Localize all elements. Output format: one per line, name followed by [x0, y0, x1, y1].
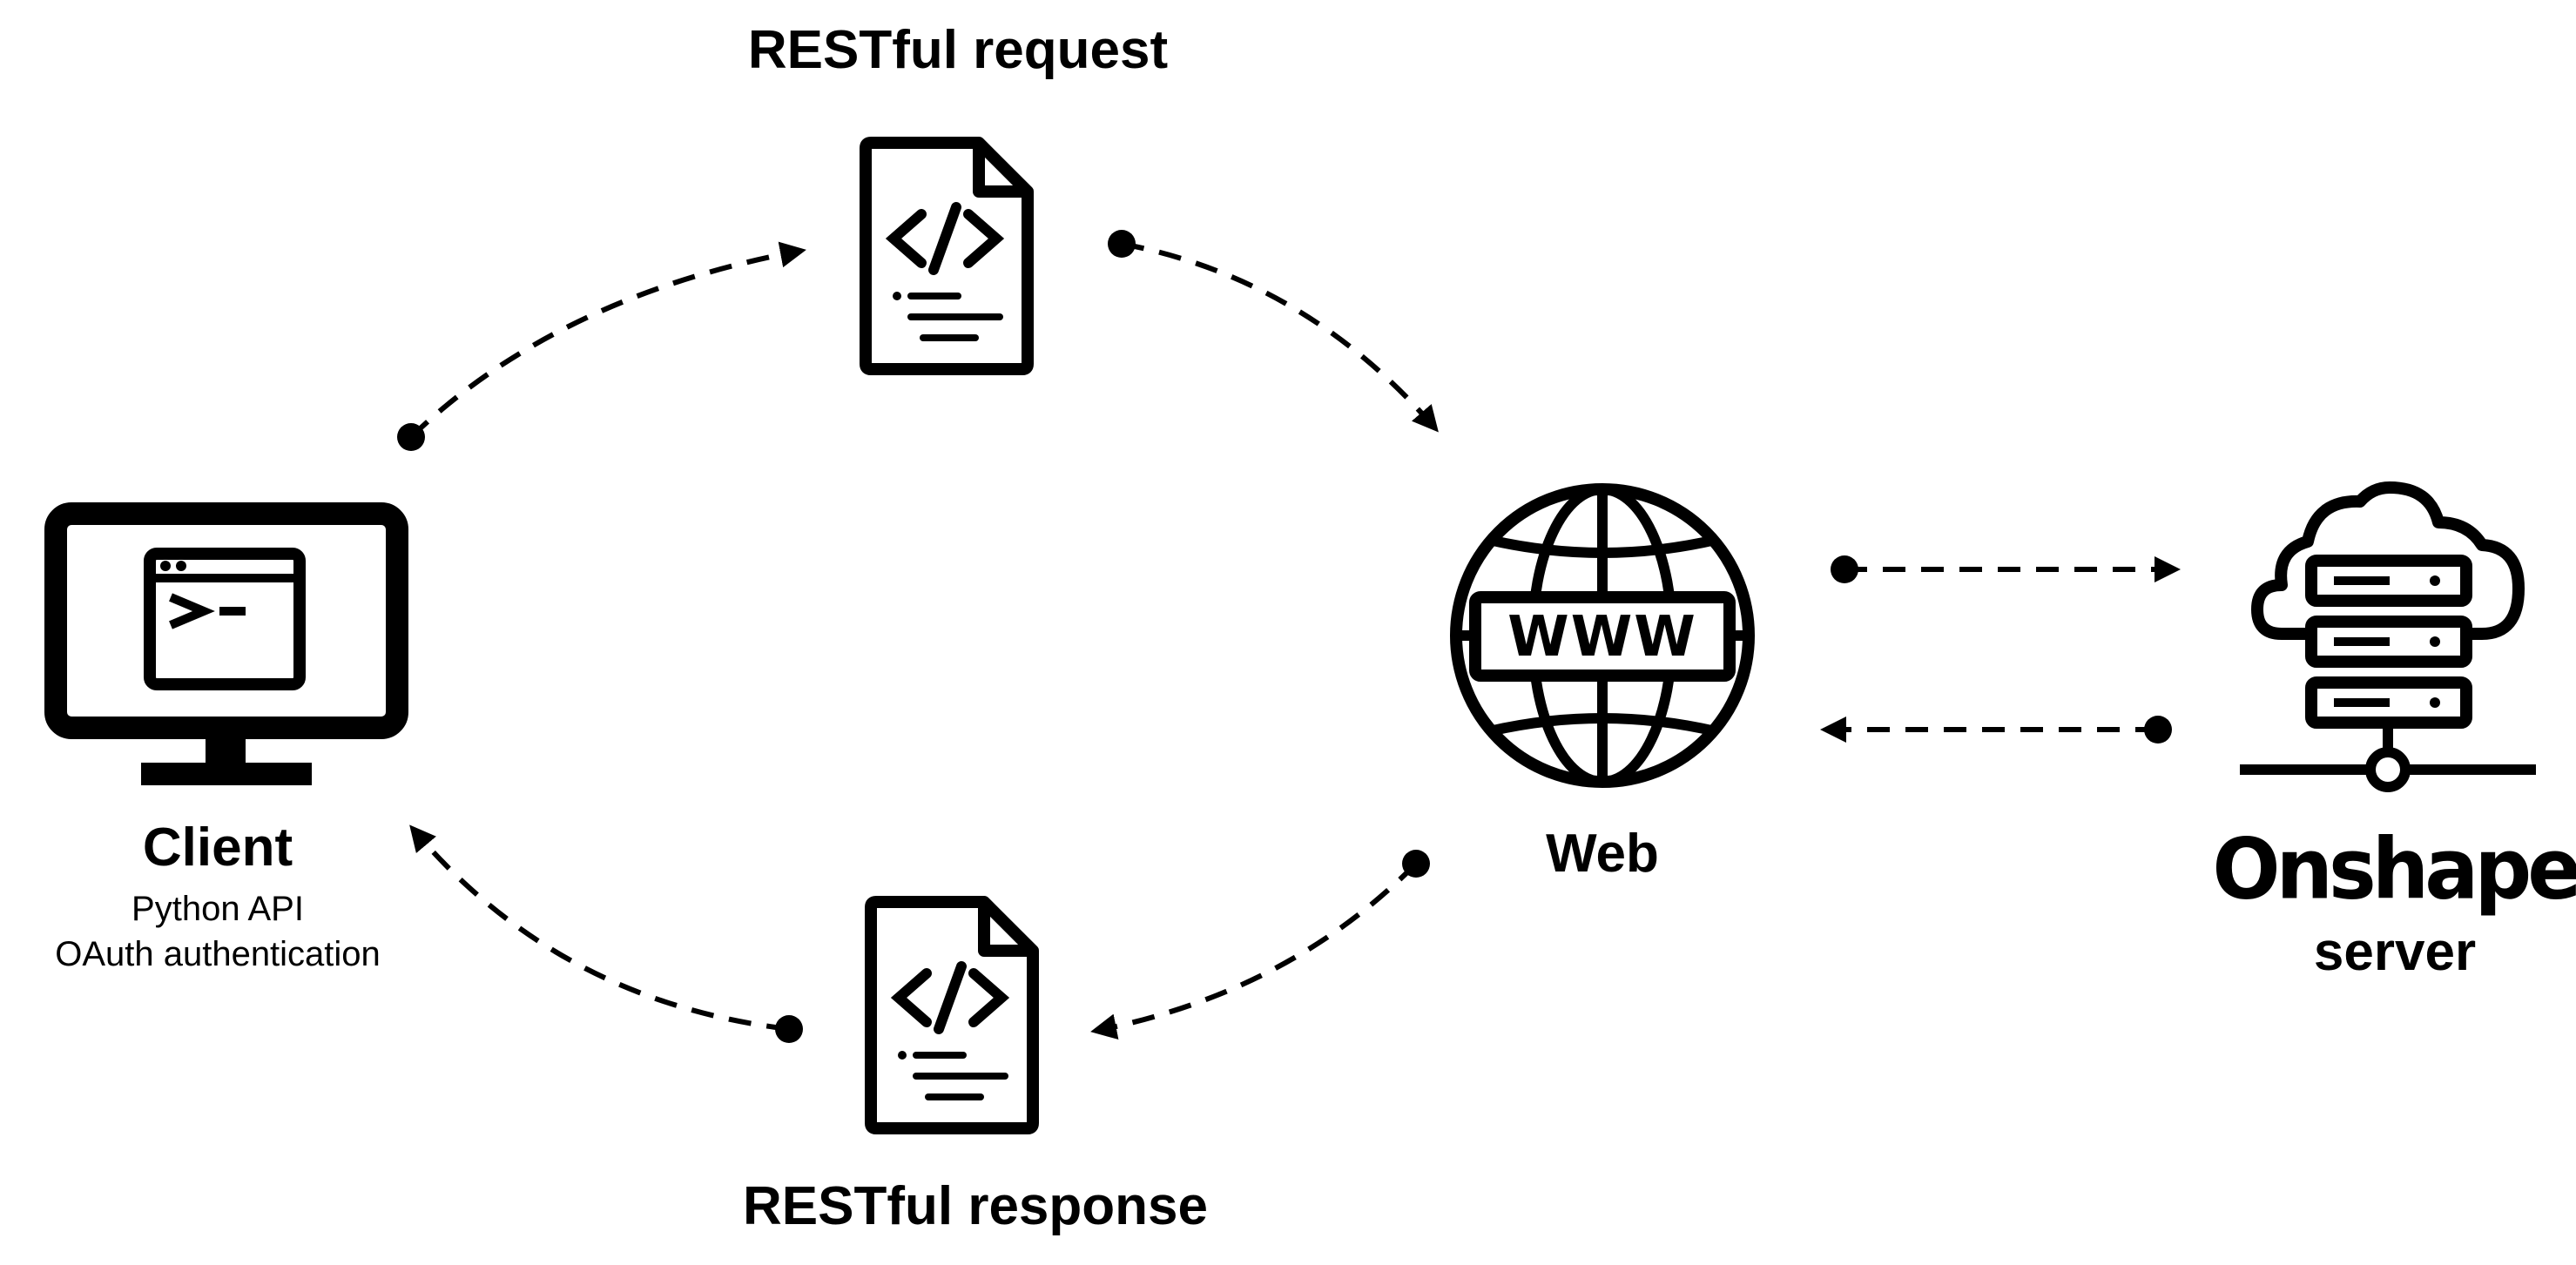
cloud-server-rack-icon	[2240, 481, 2536, 792]
onshape-logo-wordmark: Onshape	[2212, 820, 2576, 918]
restful-response-label: RESTful response	[743, 1176, 1208, 1236]
client-detail-oauth: OAuth authentication	[55, 935, 381, 973]
www-banner-text: WWW	[1507, 605, 1697, 670]
connector-web-to-server	[1831, 555, 2181, 583]
desktop-terminal-icon	[44, 502, 408, 785]
connector-web-to-response	[1090, 850, 1430, 1040]
request-document-icon	[860, 137, 1034, 375]
web-label: Web	[1546, 824, 1659, 884]
connector-request-to-web	[1108, 230, 1439, 433]
connector-client-to-request	[397, 241, 806, 451]
server-label: server	[2313, 922, 2477, 982]
connector-server-to-web	[1820, 716, 2172, 744]
client-label: Client	[142, 818, 293, 878]
response-document-icon	[865, 896, 1039, 1134]
restful-request-label: RESTful request	[747, 20, 1169, 80]
connector-response-to-client	[409, 824, 803, 1043]
client-detail-python-api: Python API	[131, 890, 304, 928]
globe-www-icon	[1450, 483, 1755, 788]
